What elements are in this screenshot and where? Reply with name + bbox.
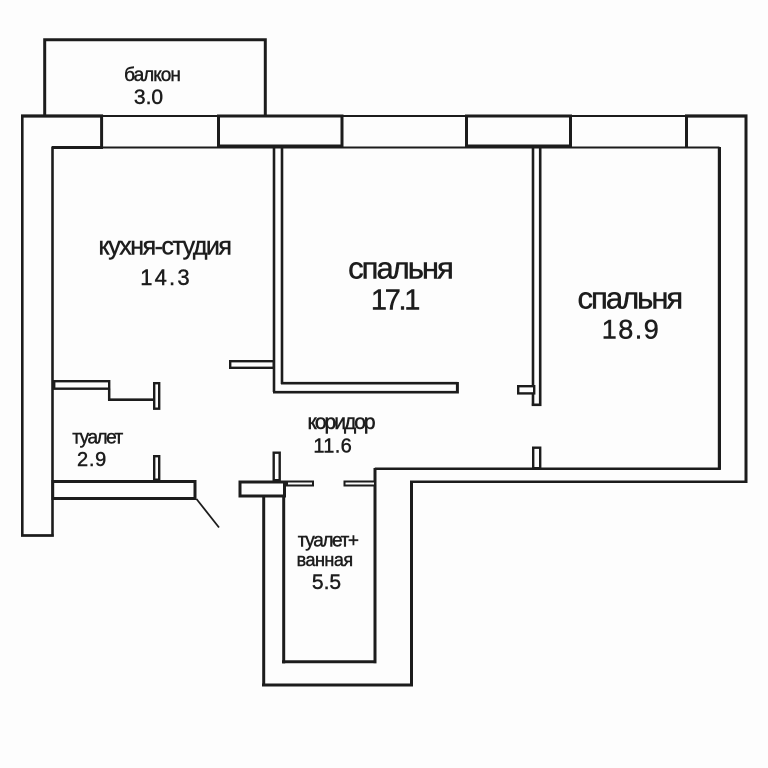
svg-text:11.6: 11.6 [313, 436, 352, 458]
svg-text:18.9: 18.9 [602, 315, 661, 345]
svg-text:балкон: балкон [124, 65, 180, 86]
svg-text:кухня-студия: кухня-студия [99, 233, 231, 261]
svg-text:коридор: коридор [307, 411, 374, 434]
svg-text:спальня: спальня [348, 251, 452, 286]
svg-text:туалет: туалет [72, 428, 123, 449]
svg-text:14.3: 14.3 [140, 265, 192, 290]
svg-text:ванная: ванная [297, 550, 353, 570]
svg-text:3.0: 3.0 [134, 86, 163, 109]
svg-text:5.5: 5.5 [312, 571, 341, 594]
svg-text:17.1: 17.1 [371, 285, 419, 317]
svg-text:спальня: спальня [578, 281, 682, 316]
svg-text:туалет+: туалет+ [298, 530, 359, 551]
svg-text:2.9: 2.9 [77, 449, 107, 471]
